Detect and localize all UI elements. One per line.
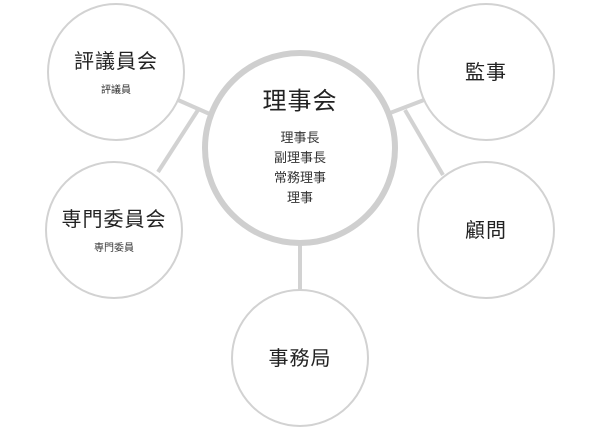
kanji-title: 監事 — [465, 60, 507, 84]
senmoniinkai-title: 専門委員会 — [61, 206, 167, 231]
node-senmoniinkai: 専門委員会 専門委員 — [45, 161, 183, 299]
rijikai-title: 理事会 — [262, 86, 338, 115]
hyogiinkai-sub: 評議員 — [101, 84, 131, 96]
node-kanji: 監事 — [417, 3, 555, 141]
connector-komon — [403, 108, 445, 177]
connector-kanji — [389, 98, 425, 115]
jimukyoku-title: 事務局 — [268, 346, 332, 370]
node-komon: 顧問 — [417, 161, 555, 299]
node-jimukyoku: 事務局 — [231, 289, 369, 427]
rijikai-member: 理事 — [286, 191, 313, 207]
connector-hyogiinkai — [177, 98, 213, 117]
node-rijikai: 理事会 理事長 副理事長 常務理事 理事 — [202, 50, 398, 246]
node-hyogiinkai: 評議員会 評議員 — [47, 3, 185, 141]
rijikai-members: 理事長 副理事長 常務理事 理事 — [274, 129, 326, 209]
rijikai-member: 副理事長 — [273, 151, 326, 167]
hyogiinkai-title: 評議員会 — [74, 48, 158, 73]
komon-title: 顧問 — [465, 218, 507, 242]
connector-senmoniinkai — [156, 108, 200, 174]
rijikai-member: 理事長 — [280, 131, 320, 147]
rijikai-member: 常務理事 — [273, 171, 326, 187]
senmoniinkai-sub: 専門委員 — [94, 242, 134, 254]
